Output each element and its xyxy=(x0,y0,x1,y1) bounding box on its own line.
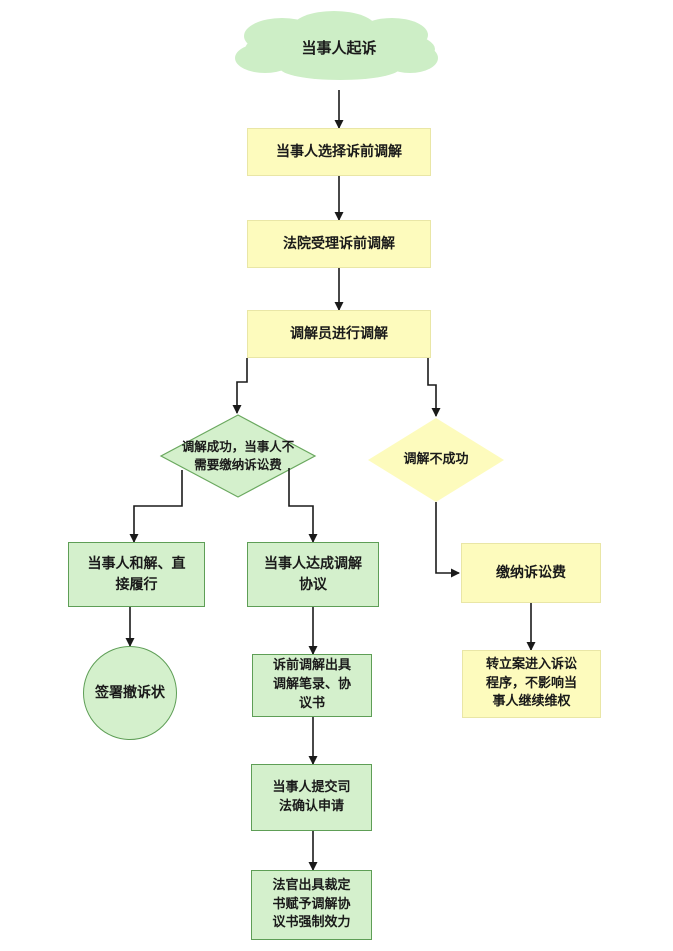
start-node-label: 当事人起诉 xyxy=(301,39,377,58)
pay-fee-box: 缴纳诉讼费 xyxy=(461,543,601,603)
submit-confirm-line-2: 法确认申请 xyxy=(278,798,344,814)
agreement-line-1: 当事人达成调解 xyxy=(264,556,362,573)
withdraw-label: 签署撤诉状 xyxy=(95,684,165,701)
reconcile-box: 当事人和解、直 接履行 xyxy=(68,542,205,607)
arrow-mediate-to-fail xyxy=(427,358,441,417)
mediator-box: 调解员进行调解 xyxy=(247,310,431,358)
issue-record-box: 诉前调解出具 调解笔录、协 议书 xyxy=(252,654,372,717)
submit-confirm-box: 当事人提交司 法确认申请 xyxy=(251,764,372,831)
success-diamond-shape xyxy=(159,414,317,498)
withdraw-circle: 签署撤诉状 xyxy=(83,646,177,740)
start-cloud-shape xyxy=(235,11,438,80)
file-case-line-1: 转立案进入诉讼 xyxy=(485,656,577,672)
file-case-line-2: 程序，不影响当 xyxy=(485,675,577,691)
submit-confirm-line-1: 当事人提交司 xyxy=(272,779,351,795)
ruling-line-3: 议书强制效力 xyxy=(272,915,351,931)
mediator-label: 调解员进行调解 xyxy=(290,325,388,342)
success-decision-label: 调解成功，当事人不 需要缴纳诉讼费 xyxy=(160,433,316,479)
arrow-success-to-reconcile xyxy=(129,470,183,543)
success-line-2: 需要缴纳诉讼费 xyxy=(194,457,282,472)
arrow-mediate-to-success xyxy=(232,358,248,414)
arrow-fail-to-payfee xyxy=(435,502,460,578)
reconcile-line-2: 接履行 xyxy=(115,576,158,593)
agreement-line-2: 协议 xyxy=(299,576,327,593)
ruling-box: 法官出具裁定 书赋予调解协 议书强制效力 xyxy=(251,870,372,940)
fail-decision-label: 调解不成功 xyxy=(403,451,469,467)
file-case-box: 转立案进入诉讼 程序，不影响当 事人继续维权 xyxy=(462,650,601,718)
choose-mediation-label: 当事人选择诉前调解 xyxy=(276,143,402,160)
issue-record-line-3: 议书 xyxy=(298,695,325,711)
arrow-success-to-agreement xyxy=(288,468,318,543)
pay-fee-label: 缴纳诉讼费 xyxy=(496,564,566,581)
reconcile-line-1: 当事人和解、直 xyxy=(87,556,186,573)
court-accept-box: 法院受理诉前调解 xyxy=(247,220,431,268)
court-accept-label: 法院受理诉前调解 xyxy=(283,235,395,252)
choose-mediation-box: 当事人选择诉前调解 xyxy=(247,128,431,176)
agreement-box: 当事人达成调解 协议 xyxy=(247,542,379,607)
issue-record-line-1: 诉前调解出具 xyxy=(272,658,351,674)
ruling-line-2: 书赋予调解协 xyxy=(272,896,351,912)
issue-record-line-2: 调解笔录、协 xyxy=(272,677,351,693)
fail-diamond-shape xyxy=(368,418,504,502)
file-case-line-3: 事人继续维权 xyxy=(492,694,571,710)
ruling-line-1: 法官出具裁定 xyxy=(272,877,351,893)
success-line-1: 调解成功，当事人不 xyxy=(181,438,295,454)
